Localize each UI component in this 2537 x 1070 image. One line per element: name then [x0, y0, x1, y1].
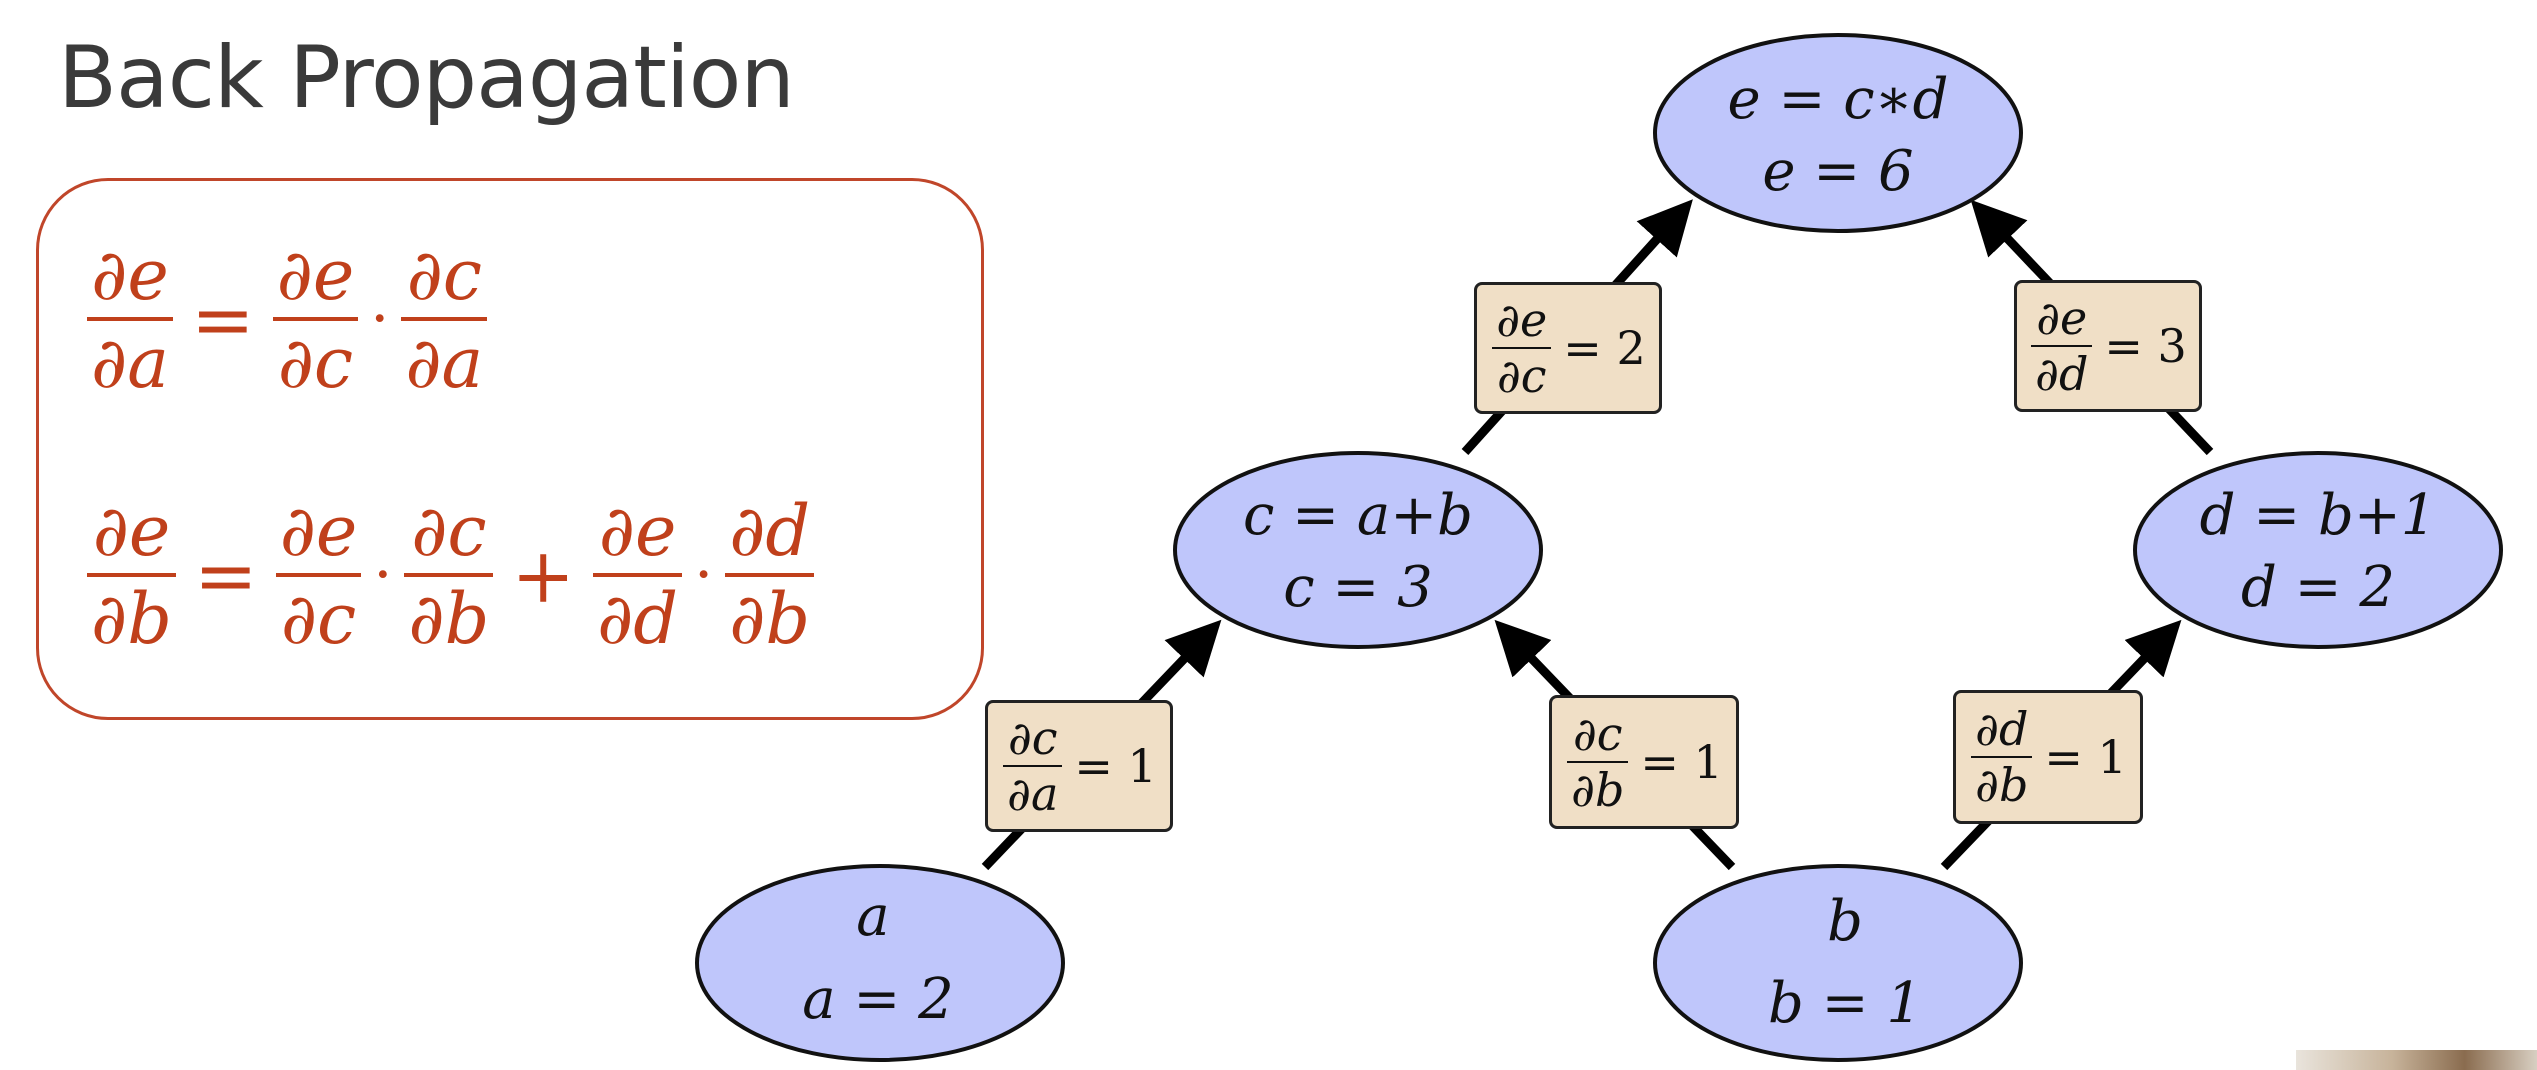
edge-frac: ∂c ∂a — [1003, 711, 1062, 822]
node-e-line1: e = c∗d — [1728, 67, 1949, 132]
edge-frac-den: ∂d — [2031, 347, 2092, 401]
node-c-line1: c = a+b — [1243, 483, 1473, 548]
node-d-line2: d = 2 — [2241, 555, 2395, 620]
node-c-line2: c = 3 — [1283, 555, 1433, 620]
edge-value: = 2 — [1563, 321, 1645, 375]
edge-frac: ∂e ∂d — [2031, 291, 2092, 402]
node-e-line2: e = 6 — [1762, 139, 1913, 204]
edge-frac-num: ∂e — [1492, 293, 1551, 347]
node-d-line1: d = b+1 — [2200, 483, 2437, 548]
node-d: d = b+1 d = 2 — [2135, 453, 2501, 647]
edge-value: = 1 — [1074, 739, 1156, 793]
edge-frac: ∂c ∂b — [1567, 707, 1628, 818]
edge-frac: ∂d ∂b — [1971, 702, 2032, 813]
node-b: b b = 1 — [1655, 866, 2021, 1060]
edge-label-dd-db: ∂d ∂b = 1 — [1953, 690, 2143, 824]
edge-frac-num: ∂e — [2032, 291, 2091, 345]
node-a-line1: a — [856, 884, 889, 949]
edge-label-de-dd: ∂e ∂d = 3 — [2014, 280, 2202, 412]
node-c: c = a+b c = 3 — [1175, 453, 1541, 647]
edge-value: = 1 — [1640, 735, 1722, 789]
edge-label-de-dc: ∂e ∂c = 2 — [1474, 282, 1662, 414]
node-e: e = c∗d e = 6 — [1655, 35, 2021, 231]
edge-value: = 3 — [2104, 319, 2186, 373]
edge-frac-num: ∂c — [1569, 707, 1627, 761]
edge-frac-den: ∂b — [1971, 758, 2032, 812]
edge-frac-num: ∂c — [1004, 711, 1062, 765]
node-a: a a = 2 — [697, 866, 1063, 1060]
webcam-thumbnail — [2296, 1050, 2537, 1070]
edge-frac-den: ∂c — [1493, 349, 1551, 403]
edge-label-dc-db: ∂c ∂b = 1 — [1549, 695, 1739, 829]
edge-frac-den: ∂a — [1003, 767, 1062, 821]
edge-value: = 1 — [2044, 730, 2126, 784]
edge-frac-den: ∂b — [1567, 763, 1628, 817]
node-a-line2: a = 2 — [802, 967, 954, 1032]
edge-label-dc-da: ∂c ∂a = 1 — [985, 700, 1173, 832]
node-b-line1: b — [1827, 889, 1863, 954]
node-b-line2: b = 1 — [1768, 971, 1922, 1036]
edge-frac-num: ∂d — [1971, 702, 2032, 756]
edge-frac: ∂e ∂c — [1492, 293, 1551, 404]
